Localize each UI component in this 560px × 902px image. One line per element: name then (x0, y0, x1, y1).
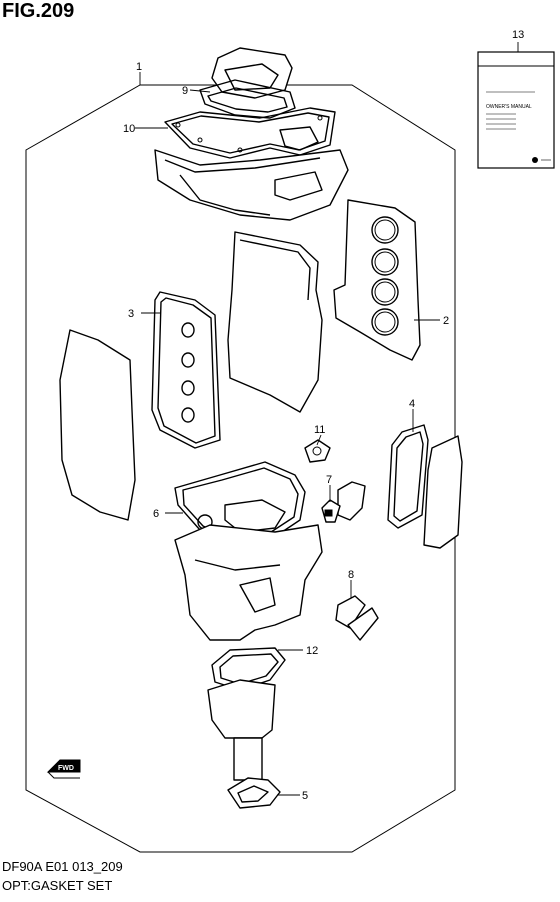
callout-7: 7 (326, 474, 332, 486)
diagram-code: DF90A E01 013_209 (2, 859, 123, 874)
gasket-kit-frame (25, 84, 456, 853)
figure-title: FIG.209 (2, 0, 75, 22)
rocker-cover-gasket (151, 291, 221, 449)
side-cover-gasket (387, 424, 463, 549)
top-cover-gasket (199, 47, 296, 119)
upper-block-silhouette (154, 149, 349, 221)
callout-2: 2 (443, 315, 449, 327)
bottom-gasket-5 (227, 777, 281, 809)
callout-11: 11 (314, 424, 325, 436)
callout-4: 4 (409, 398, 415, 410)
callout-9: 9 (182, 85, 188, 97)
oil-pan-gasket (174, 461, 306, 546)
callout-12: 12 (306, 645, 318, 657)
left-block-silhouette (59, 329, 136, 521)
diagram-name: OPT:GASKET SET (2, 878, 113, 893)
gasket-8 (335, 595, 379, 641)
lower-block-silhouette (174, 524, 323, 641)
callout-6: 6 (153, 508, 159, 520)
fwd-label: FWD (58, 765, 74, 772)
small-gasket-11 (304, 439, 331, 463)
owners-manual-illustration: OWNER'S MANUAL (477, 51, 555, 169)
cylinder-head-gasket (333, 199, 421, 361)
callout-5: 5 (302, 790, 308, 802)
fitting-7 (321, 481, 366, 523)
callout-10: 10 (123, 123, 135, 135)
exhaust-gasket (211, 647, 286, 691)
drive-housing-silhouette (207, 679, 276, 781)
middle-block-silhouette (227, 231, 323, 413)
head-cover-gasket (164, 107, 336, 159)
callout-13: 13 (512, 29, 524, 41)
forward-direction-badge: FWD (46, 759, 81, 779)
manual-heading: OWNER'S MANUAL (486, 104, 532, 110)
callout-8: 8 (348, 569, 354, 581)
callout-1: 1 (136, 61, 142, 73)
callout-3: 3 (128, 308, 134, 320)
